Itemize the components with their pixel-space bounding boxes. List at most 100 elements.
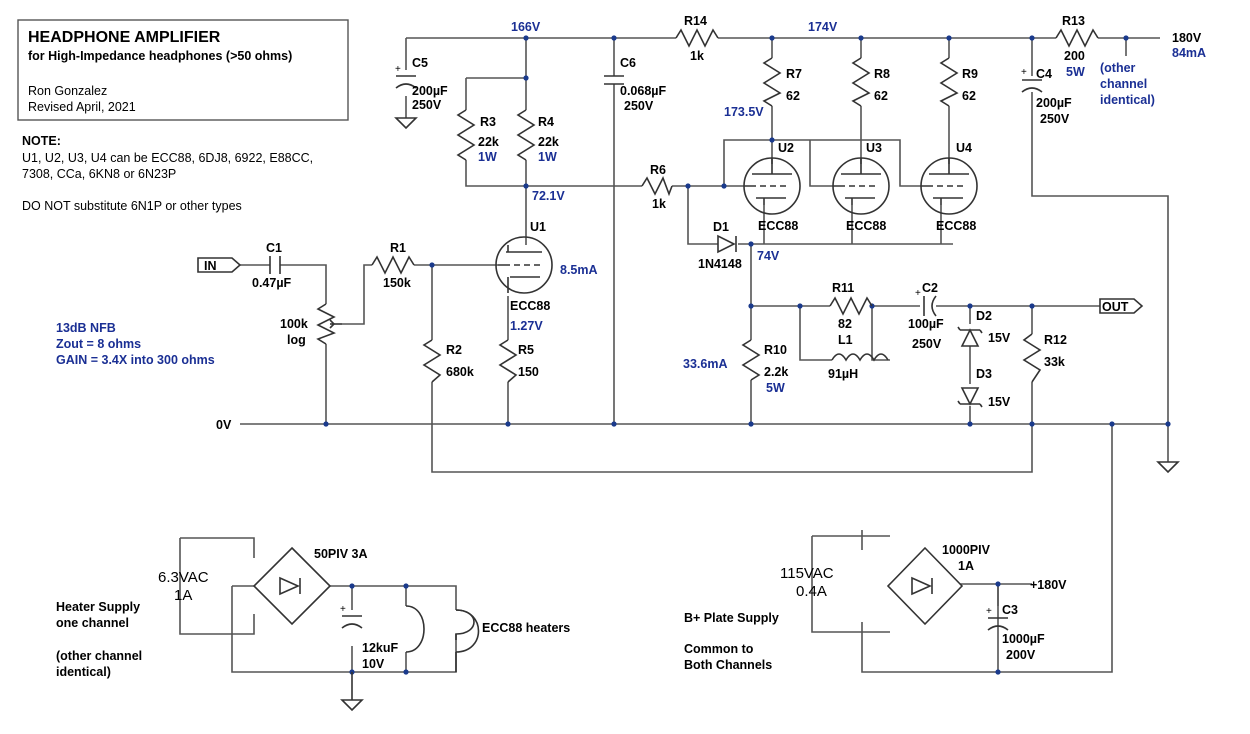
svg-text:+: + xyxy=(915,288,921,299)
voltage-annotations: 166V 174V 180V 84mA 173.5V 72.1V 8.5mA 1… xyxy=(510,20,1206,371)
capacitor-c1 xyxy=(269,256,281,274)
svg-text:+: + xyxy=(1021,67,1027,78)
svg-text:250V: 250V xyxy=(624,99,654,113)
svg-text:200V: 200V xyxy=(1006,648,1036,662)
resistor-r5 xyxy=(498,339,518,383)
svg-text:33.6mA: 33.6mA xyxy=(683,357,727,371)
note-line-1: U1, U2, U3, U4 can be ECC88, 6DJ8, 6922,… xyxy=(22,151,313,165)
svg-text:R3: R3 xyxy=(480,115,496,129)
svg-text:R5: R5 xyxy=(518,343,534,357)
svg-text:8.5mA: 8.5mA xyxy=(560,263,598,277)
svg-text:91µH: 91µH xyxy=(828,367,858,381)
svg-text:Heater Supply: Heater Supply xyxy=(56,600,140,614)
svg-text:174V: 174V xyxy=(808,20,838,34)
svg-text:200: 200 xyxy=(1064,49,1085,63)
svg-text:ECC88: ECC88 xyxy=(510,299,550,313)
spec-gain: GAIN = 3.4X into 300 ohms xyxy=(56,353,215,367)
svg-text:200µF: 200µF xyxy=(412,84,448,98)
tube-u4 xyxy=(920,157,978,215)
capacitor-c4: + xyxy=(1021,67,1043,93)
heater-loads xyxy=(405,605,480,672)
zener-d3 xyxy=(957,387,983,408)
svg-text:74V: 74V xyxy=(757,249,780,263)
svg-text:72.1V: 72.1V xyxy=(532,189,565,203)
svg-text:115VAC: 115VAC xyxy=(780,565,834,582)
svg-text:150: 150 xyxy=(518,365,539,379)
svg-text:1k: 1k xyxy=(690,49,704,63)
svg-text:1k: 1k xyxy=(652,197,666,211)
capacitor-c5: + xyxy=(395,64,417,89)
ground-symbol xyxy=(340,117,1180,712)
junctions xyxy=(323,35,1171,675)
svg-text:C3: C3 xyxy=(1002,603,1018,617)
resistor-r1 xyxy=(371,255,415,275)
svg-text:identical): identical) xyxy=(56,665,111,679)
svg-text:250V: 250V xyxy=(412,98,442,112)
svg-text:680k: 680k xyxy=(446,365,474,379)
svg-text:22k: 22k xyxy=(538,135,559,149)
svg-text:250V: 250V xyxy=(1040,112,1070,126)
svg-text:OUT: OUT xyxy=(1102,300,1129,314)
resistor-r9 xyxy=(939,57,959,107)
svg-text:22k: 22k xyxy=(478,135,499,149)
svg-text:R14: R14 xyxy=(684,14,707,28)
wires xyxy=(179,37,1169,673)
svg-text:Both Channels: Both Channels xyxy=(684,658,772,672)
svg-text:150k: 150k xyxy=(383,276,411,290)
svg-text:R4: R4 xyxy=(538,115,554,129)
tube-u3 xyxy=(832,157,890,215)
title: HEADPHONE AMPLIFIER xyxy=(28,29,221,46)
resistor-r10 xyxy=(741,339,761,381)
svg-text:ECC88 heaters: ECC88 heaters xyxy=(482,621,570,635)
zener-d2 xyxy=(957,326,983,347)
svg-text:1N4148: 1N4148 xyxy=(698,257,742,271)
resistor-r2 xyxy=(422,339,442,383)
note-line-2: 7308, CCa, 6KN8 or 6N23P xyxy=(22,167,176,181)
svg-text:U4: U4 xyxy=(956,141,972,155)
title-box xyxy=(17,19,349,121)
svg-text:2.2k: 2.2k xyxy=(764,365,788,379)
svg-text:100k: 100k xyxy=(280,317,308,331)
note-line-3: DO NOT substitute 6N1P or other types xyxy=(22,199,242,213)
author: Ron Gonzalez xyxy=(28,84,107,98)
svg-text:(other: (other xyxy=(1100,61,1136,75)
resistor-r8 xyxy=(851,57,871,107)
svg-text:ECC88: ECC88 xyxy=(936,219,976,233)
svg-text:1W: 1W xyxy=(538,150,557,164)
note-heading: NOTE: xyxy=(22,134,61,148)
spec-zout: Zout = 8 ohms xyxy=(56,337,141,351)
svg-text:IN: IN xyxy=(204,259,217,273)
svg-text:R6: R6 xyxy=(650,163,666,177)
resistor-r13 xyxy=(1055,28,1099,48)
resistor-r3 xyxy=(456,109,476,161)
svg-text:0.47µF: 0.47µF xyxy=(252,276,292,290)
svg-text:1000µF: 1000µF xyxy=(1002,632,1045,646)
svg-text:ECC88: ECC88 xyxy=(758,219,798,233)
svg-text:166V: 166V xyxy=(511,20,541,34)
svg-text:U1: U1 xyxy=(530,220,546,234)
svg-text:84mA: 84mA xyxy=(1172,46,1206,60)
svg-text:L1: L1 xyxy=(838,333,853,347)
svg-text:R12: R12 xyxy=(1044,333,1067,347)
svg-text:5W: 5W xyxy=(1066,65,1085,79)
svg-text:62: 62 xyxy=(962,89,976,103)
svg-text:15V: 15V xyxy=(988,331,1011,345)
svg-text:173.5V: 173.5V xyxy=(724,105,764,119)
svg-text:+: + xyxy=(986,606,992,617)
svg-text:+: + xyxy=(340,604,346,615)
svg-text:Common to: Common to xyxy=(684,642,754,656)
svg-text:5W: 5W xyxy=(766,381,785,395)
subtitle: for High-Impedance headphones (>50 ohms) xyxy=(28,49,292,63)
svg-text:R2: R2 xyxy=(446,343,462,357)
resistor-r14 xyxy=(675,28,719,48)
svg-text:1.27V: 1.27V xyxy=(510,319,543,333)
capacitor-c3: + xyxy=(986,606,1009,631)
svg-text:+180V: +180V xyxy=(1030,578,1067,592)
resistor-r11 xyxy=(829,296,873,316)
spec-nfb: 13dB NFB xyxy=(56,321,116,335)
svg-text:15V: 15V xyxy=(988,395,1011,409)
svg-text:R10: R10 xyxy=(764,343,787,357)
svg-text:33k: 33k xyxy=(1044,355,1065,369)
capacitor-c2: + xyxy=(915,288,937,317)
